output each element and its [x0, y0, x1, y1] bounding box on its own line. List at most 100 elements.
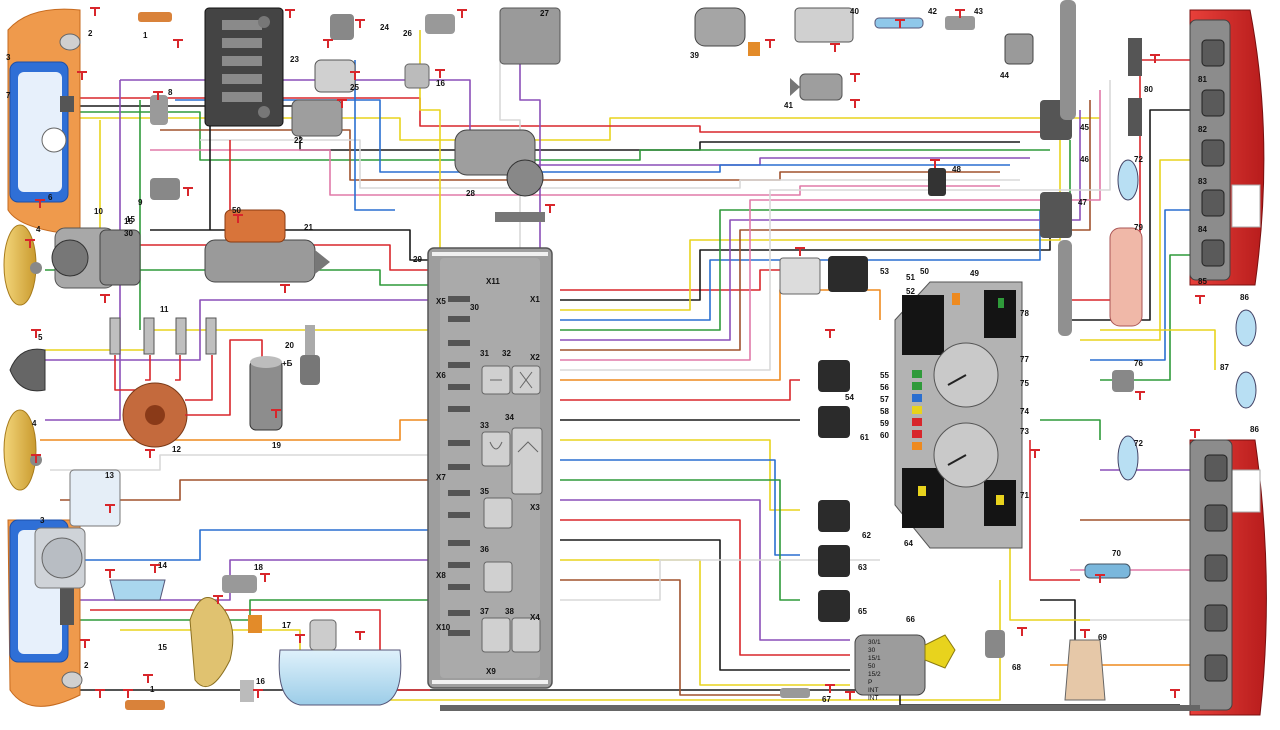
label-37: 37	[480, 607, 489, 616]
label-x7: X7	[436, 473, 446, 482]
license-lamp-lower	[1235, 371, 1257, 409]
label-24: 24	[380, 23, 389, 32]
label-x5: X5	[436, 297, 446, 306]
license-lamp-upper	[1235, 309, 1257, 347]
label-16: 16	[436, 79, 445, 88]
label-x4: X4	[530, 613, 540, 622]
spark-plugs	[109, 317, 217, 355]
rear-right-lamps	[1109, 9, 1267, 716]
indicator-stalk	[1060, 0, 1076, 120]
warning-lamps	[912, 370, 922, 450]
label-42: 42	[928, 7, 937, 16]
label-72b: 72	[1134, 439, 1143, 448]
headlight-connector	[60, 96, 74, 112]
instrument-cluster	[894, 281, 1023, 549]
sensor-70	[1084, 563, 1131, 579]
label-15b: 15	[158, 643, 167, 652]
hazard-switch	[828, 256, 868, 292]
label-11: 11	[160, 305, 169, 314]
label-22: 22	[294, 136, 303, 145]
label-76: 76	[1134, 359, 1143, 368]
sensor-1-lower	[125, 700, 165, 710]
label-71: 71	[1020, 491, 1029, 500]
ignition-switch	[854, 634, 956, 696]
interior-lamp-72	[1117, 159, 1139, 201]
label-51: 51	[906, 273, 915, 282]
label-25: 25	[350, 83, 359, 92]
label-3: 3	[6, 53, 11, 62]
label-x1: X1	[530, 295, 540, 304]
ground-bus	[440, 705, 1200, 711]
label-68: 68	[1012, 663, 1021, 672]
label-36: 36	[480, 545, 489, 554]
label-9: 9	[138, 198, 143, 207]
label-12: 12	[172, 445, 181, 454]
label-32: 32	[502, 349, 511, 358]
ground-symbols	[25, 7, 1205, 700]
actuator-41	[799, 73, 843, 101]
label-83: 83	[1198, 177, 1207, 186]
label-15: 15	[126, 215, 135, 224]
label-44: 44	[1000, 71, 1009, 80]
label-35: 35	[480, 487, 489, 496]
fog-lamp-lower	[3, 409, 37, 491]
label-13: 13	[105, 471, 114, 480]
label-34: 34	[505, 413, 514, 422]
switch-65	[818, 590, 850, 622]
label-84: 84	[1198, 225, 1207, 234]
ignition-coil	[249, 359, 283, 431]
label-43: 43	[974, 7, 983, 16]
label-33: 33	[480, 421, 489, 430]
relay-37	[481, 617, 511, 653]
ignition-pin: 50	[868, 663, 876, 670]
side-marker-lamp-lower	[61, 671, 83, 689]
label-18: 18	[254, 563, 263, 572]
label-46: 46	[1080, 155, 1089, 164]
label-86: 86	[1240, 293, 1249, 302]
steering-switch-47	[1040, 192, 1072, 238]
starter-solenoid	[224, 209, 286, 243]
label-39: 39	[690, 51, 699, 60]
label-x3: X3	[530, 503, 540, 512]
label-28: 28	[466, 189, 475, 198]
label-50: 50	[920, 267, 929, 276]
label-17: 17	[282, 621, 291, 630]
switch-54	[818, 360, 850, 392]
label-59: 59	[880, 419, 889, 428]
horn	[9, 348, 46, 392]
label-29: 29	[413, 255, 422, 264]
brake-fluid-reservoir	[109, 579, 166, 601]
upper-right-components	[694, 0, 1142, 336]
label-64: 64	[904, 539, 913, 548]
ignition-pin: 15/1	[868, 655, 881, 662]
label-81: 81	[1198, 75, 1207, 84]
label-x2: X2	[530, 353, 540, 362]
label-80: 80	[1144, 85, 1153, 94]
component-labels: 1 1 2 2 3 3 4 4 5 6 7 8 9 10 11 12 13 14…	[6, 7, 1259, 704]
label-54: 54	[845, 393, 854, 402]
generator	[51, 227, 141, 289]
label-26: 26	[403, 29, 412, 38]
label-1b: 1	[150, 685, 155, 694]
switch-62	[818, 500, 850, 532]
label-x6: X6	[436, 371, 446, 380]
wiper-motor	[454, 129, 545, 222]
engine-components	[51, 7, 561, 710]
sensor-68	[985, 630, 1005, 658]
ignition-pin-labels: 30/1 30 15/1 50 15/2 P INT INT	[868, 639, 881, 702]
label-10: 10	[94, 207, 103, 216]
label-gen-30: 30	[124, 229, 133, 238]
label-4b: 4	[32, 419, 37, 428]
ignition-pin: 15/2	[868, 671, 881, 678]
label-3b: 3	[40, 516, 45, 525]
label-74: 74	[1020, 407, 1029, 416]
label-19: 19	[272, 441, 281, 450]
label-77: 77	[1020, 355, 1029, 364]
label-x11: X11	[486, 277, 500, 286]
label-48: 48	[952, 165, 961, 174]
label-1: 1	[143, 31, 148, 40]
label-plus-b: +Б	[282, 359, 293, 368]
sensor-1-upper	[138, 12, 172, 22]
label-72: 72	[1134, 155, 1143, 164]
